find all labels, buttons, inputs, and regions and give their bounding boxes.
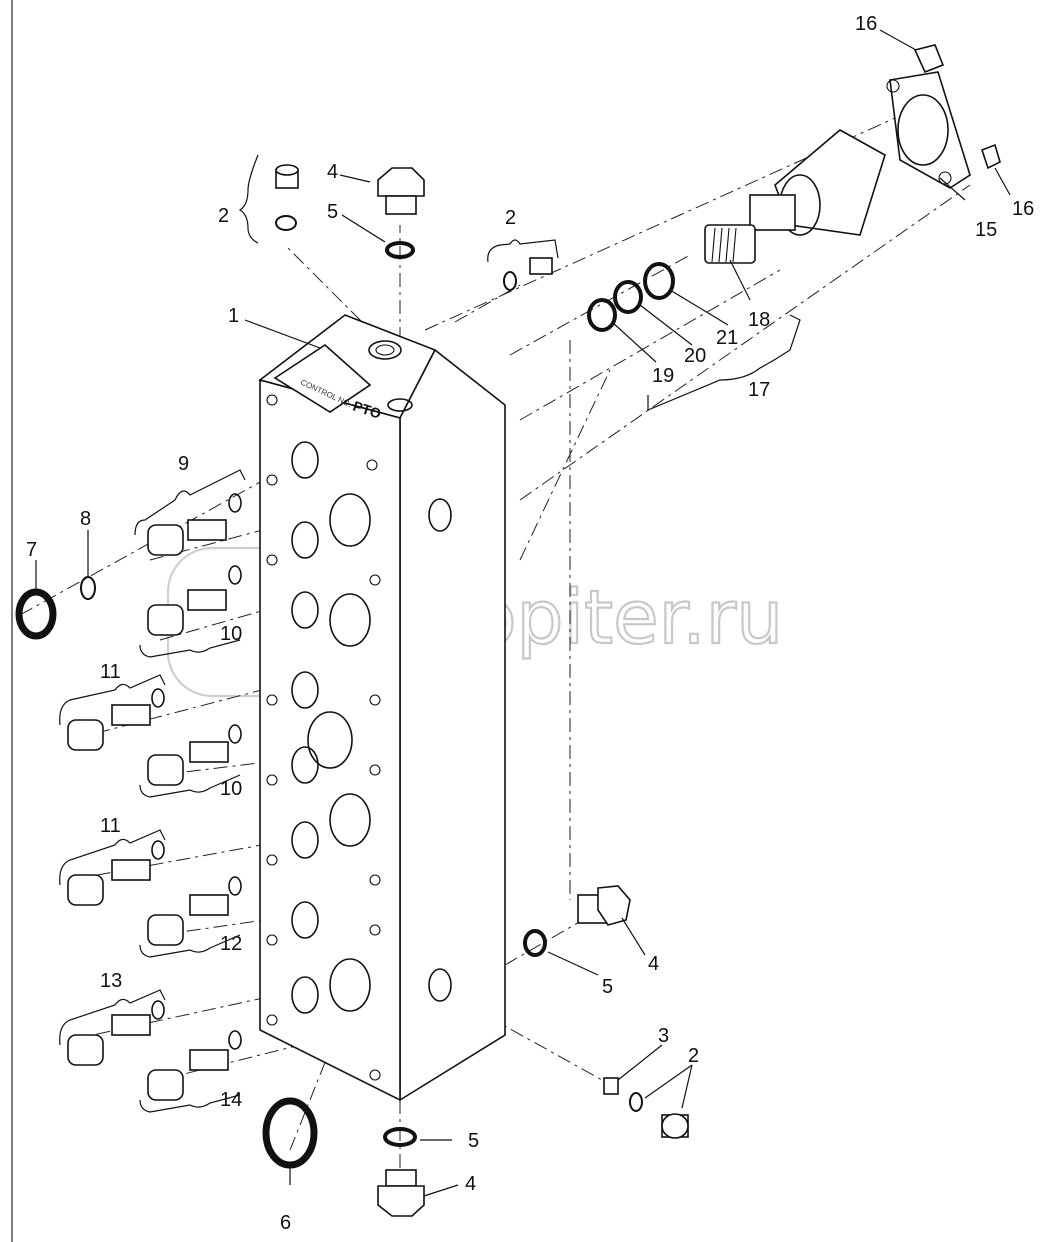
label-5-right: 5: [602, 976, 613, 998]
label-2-top-right: 2: [505, 207, 516, 229]
cartridge-valves: [67, 493, 242, 1101]
group-brackets: [59, 154, 801, 1113]
solenoid-assembly: [704, 44, 1001, 264]
label-12: 12: [220, 933, 242, 955]
label-5-bottom: 5: [468, 1130, 479, 1152]
label-16-top: 16: [855, 13, 877, 35]
o-ring-5-bottom: [383, 1127, 417, 1147]
o-ring-20: [613, 280, 643, 314]
leader-lines: [35, 29, 1011, 1197]
o-ring-19: [587, 298, 617, 332]
label-4-right: 4: [648, 953, 659, 975]
label-17: 17: [748, 379, 770, 401]
label-15: 15: [975, 219, 997, 241]
fitting-top: [377, 167, 425, 259]
label-20: 20: [684, 345, 706, 367]
label-3: 3: [658, 1025, 669, 1047]
label-4-bottom: 4: [465, 1173, 476, 1195]
label-6: 6: [280, 1212, 291, 1234]
label-2-bottom: 2: [688, 1045, 699, 1067]
label-14: 14: [220, 1089, 242, 1111]
label-10-upper: 10: [220, 623, 242, 645]
label-10-lower: 10: [220, 778, 242, 800]
seal-7: [15, 588, 57, 640]
valve-block: CONTROL NO. PTO: [258, 314, 506, 1102]
plug-3: [603, 1077, 619, 1095]
o-ring-21: [643, 262, 675, 300]
label-16-right: 16: [1012, 198, 1034, 220]
plug-top-mid: [503, 257, 553, 291]
snap-ring-8: [80, 576, 96, 600]
label-9: 9: [178, 453, 189, 475]
seal-6: [262, 1097, 318, 1169]
o-ring-2-bottom: [629, 1092, 643, 1112]
label-11-lower: 11: [100, 815, 121, 837]
label-19: 19: [652, 365, 674, 387]
o-ring-5-right: [523, 929, 547, 957]
label-11-upper: 11: [100, 661, 121, 683]
label-21: 21: [716, 327, 738, 349]
label-7: 7: [26, 539, 37, 561]
plug-2-bottom: [661, 1113, 689, 1139]
fitting-bottom: [377, 1169, 425, 1217]
label-1: 1: [228, 305, 239, 327]
plug-top-left: [275, 164, 299, 231]
callout-labels: 1 2 2 2 3 4 4 4 5 5 5 6 7 8 9 10 10 11 1…: [26, 13, 1034, 1234]
label-8: 8: [80, 508, 91, 530]
label-2-top-left: 2: [218, 205, 229, 227]
fitting-right: [577, 885, 631, 926]
label-13: 13: [100, 970, 122, 992]
label-4-top: 4: [327, 161, 338, 183]
label-5-top: 5: [327, 201, 338, 223]
label-18: 18: [748, 309, 770, 331]
